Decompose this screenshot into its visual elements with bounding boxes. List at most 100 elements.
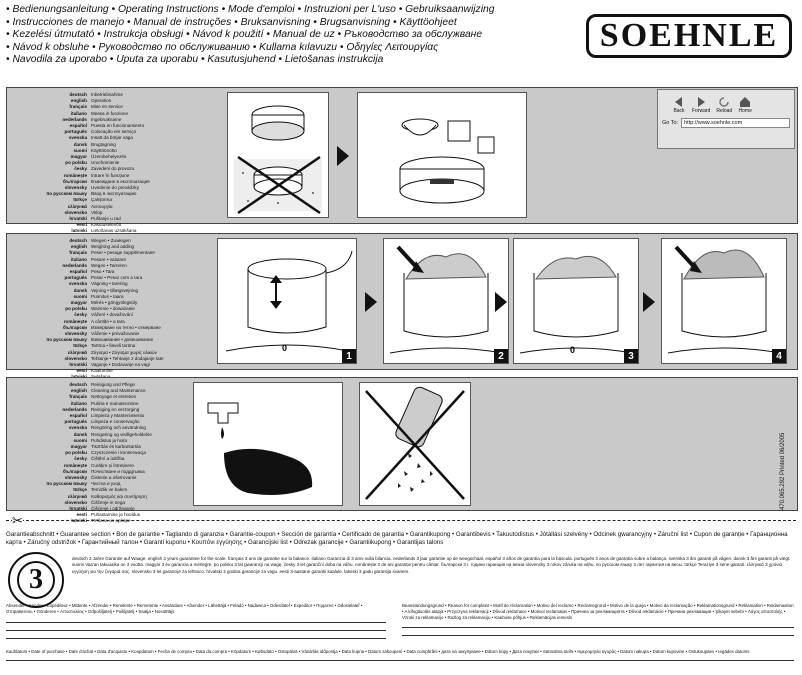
language-text: Limpeza e conservação xyxy=(91,419,140,425)
language-name: français xyxy=(69,250,87,256)
language-text: Pulizia e manutenzione xyxy=(91,400,139,406)
language-name: français xyxy=(69,104,87,110)
language-text: Ważenie • doważanie xyxy=(91,306,135,312)
complaint-input-line[interactable] xyxy=(402,622,794,629)
sender-input-line[interactable] xyxy=(6,633,386,639)
language-name: nederlands xyxy=(62,116,87,122)
purchase-date-input-line[interactable] xyxy=(6,655,794,661)
language-name: türkçe xyxy=(73,343,87,349)
step-4-illustration: 4 xyxy=(661,238,787,364)
language-text: Brugtagning xyxy=(91,141,116,147)
language-name: românește xyxy=(63,462,87,468)
language-name: български xyxy=(63,324,87,330)
language-text: Puesta en funcionamiento xyxy=(91,123,145,129)
scale-setup-illustration xyxy=(227,92,329,218)
scissors-icon: ✂ xyxy=(12,513,23,529)
arrow-right-icon xyxy=(495,292,507,312)
reload-label: Reload xyxy=(716,108,733,114)
language-text: Lietošanas uzsākšana xyxy=(91,228,137,234)
reload-button[interactable]: Reload xyxy=(716,96,732,114)
forward-button[interactable]: Forward xyxy=(692,96,710,114)
language-name: slovensky xyxy=(64,331,87,337)
language-name: italiano xyxy=(70,110,87,116)
language-name: slovensko xyxy=(64,355,87,361)
language-text: Operation xyxy=(91,98,112,104)
svg-text:0: 0 xyxy=(282,343,287,353)
step-number-badge: 3 xyxy=(624,349,638,363)
sender-input-line[interactable] xyxy=(6,625,386,631)
url-field[interactable]: http://www.soehnle.com xyxy=(681,118,790,128)
language-text: Üzembehelyezés xyxy=(91,154,127,160)
language-row: italiano Messa in funzione xyxy=(11,111,226,117)
language-name: по русском языку xyxy=(46,191,87,197)
title-line: • Instrucciones de manejo • Manual de in… xyxy=(6,16,457,28)
language-text: Čiščenje in nega xyxy=(91,499,125,505)
language-text: Svēršana xyxy=(91,374,226,380)
browser-toolbar: Back Forward Reload Home xyxy=(658,90,794,116)
title-line: • Kezelési útmutató • Instrukcja obsługi… xyxy=(6,29,483,41)
language-name: svenska xyxy=(68,425,87,431)
language-text: A cântări • a tara xyxy=(91,318,125,324)
language-text: Cleaning and Maintenance xyxy=(91,388,146,394)
language-name: magyar xyxy=(70,154,87,160)
language-text: Messa in funzione xyxy=(91,110,129,116)
language-name: български xyxy=(63,178,87,184)
language-name: eesti xyxy=(76,512,87,518)
complaint-input-line[interactable] xyxy=(402,630,794,637)
home-button[interactable]: Home xyxy=(738,96,752,114)
language-text: Kaalumine xyxy=(91,368,113,374)
language-text: Rengøring og vedligeholdelse xyxy=(91,431,152,437)
language-name: po polsku xyxy=(65,450,87,456)
title-line: • Bedienungsanleitung • Operating Instru… xyxy=(6,4,495,15)
language-row: românește Curățire și întreținere xyxy=(11,463,226,469)
forward-label: Forward xyxy=(692,108,711,114)
guarantee-text: deutsch 3 Jahre Garantie auf Waage. engl… xyxy=(72,556,791,574)
title-line: • Návod k obsluhe • Руководство по обслу… xyxy=(6,41,439,53)
forward-arrow-icon xyxy=(698,97,706,107)
language-text: Curățire și întreținere xyxy=(91,462,134,468)
language-text: Ввод в эксплуатацию xyxy=(91,191,137,197)
back-button[interactable]: Back xyxy=(672,96,686,114)
language-text: Čišćenje i održavanje xyxy=(91,506,135,512)
sender-input-line[interactable] xyxy=(6,617,386,623)
arrow-right-icon xyxy=(365,292,377,312)
language-text: Чистка и уход xyxy=(91,481,121,487)
language-text: Zavedení do provozu xyxy=(91,166,135,172)
language-text: Reiniging en verzorging xyxy=(91,406,140,412)
language-text: Puštanje u rad xyxy=(91,216,121,222)
language-text: Wegen • Tarreren xyxy=(91,262,127,268)
language-name: hrvatski xyxy=(69,216,87,222)
language-text: Colocação em serviço xyxy=(91,129,137,135)
language-text: Weighing and adding xyxy=(91,244,135,250)
